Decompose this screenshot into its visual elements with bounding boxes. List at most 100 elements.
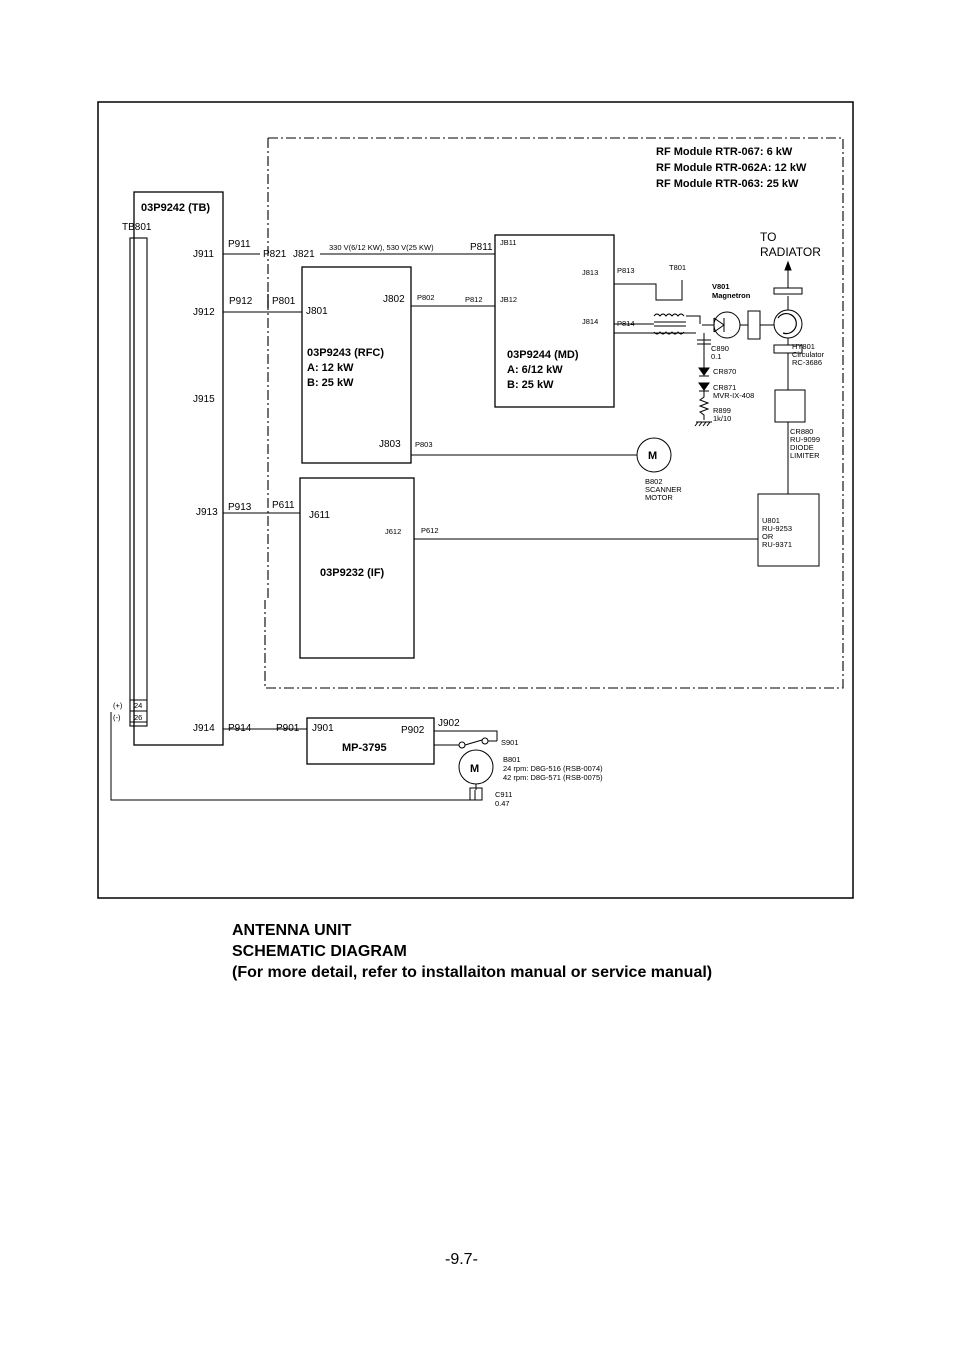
b801-label: B801 (503, 755, 521, 764)
pin-26-label: 26 (134, 713, 142, 722)
limiter-label: LIMITER (790, 451, 820, 460)
diode-label: DIODE (790, 443, 814, 452)
b802-label: B802 (645, 477, 663, 486)
j803-label: J803 (379, 439, 401, 450)
j902-label: J902 (438, 718, 460, 729)
j802-label: J802 (383, 294, 405, 305)
if-board: J611 J612 P612 03P9232 (IF) (299, 477, 439, 659)
j911-label: J911 (193, 249, 214, 260)
c911-value: 0.47 (495, 799, 510, 808)
p803-label: P803 (415, 440, 433, 449)
tb-board: 03P9242 (TB) TB801 J911 J912 J915 J913 J… (113, 191, 224, 746)
s901-label: S901 (501, 738, 519, 747)
cr871-part: MVR-IX-408 (713, 391, 754, 400)
c890-value: 0.1 (711, 352, 721, 361)
u801-part-2: RU-9371 (762, 540, 792, 549)
mp-3795-box: J901 P902 MP-3795 J902 (306, 717, 460, 765)
caption-line-1: ANTENNA UNIT (232, 922, 352, 939)
mp-title: MP-3795 (342, 742, 387, 754)
motor-label: MOTOR (645, 493, 673, 502)
rfc-title: 03P9243 (RFC) (307, 347, 384, 359)
t801-label: T801 (669, 263, 686, 272)
p821-label: P821 (263, 249, 287, 260)
outer-frame (97, 101, 854, 899)
j814-label: J814 (582, 317, 598, 326)
to-label: TO (760, 230, 776, 244)
p802-label: P802 (417, 293, 435, 302)
p812-label: P812 (465, 295, 483, 304)
j915-label: J915 (193, 394, 215, 405)
j813-label: J813 (582, 268, 598, 277)
diagram-caption: ANTENNA UNIT SCHEMATIC DIAGRAM (For more… (232, 920, 712, 983)
circulator-label: Circulator (792, 350, 825, 359)
rf-module-header: RF Module RTR-067: 6 kW RF Module RTR-06… (656, 146, 807, 190)
c911-label: C911 (495, 790, 512, 799)
p913-label: P913 (228, 502, 252, 513)
b801-24rpm: 24 rpm: D8G-516 (RSB-0074) (503, 764, 603, 773)
rf-module-line-3: RF Module RTR-063: 25 kW (656, 178, 799, 190)
jb12-label: JB12 (500, 295, 517, 304)
minus-label: (-) (113, 713, 121, 722)
j901-label: J901 (312, 723, 334, 734)
caption-line-3: (For more detail, refer to installaiton … (232, 964, 713, 981)
connector-labels: P911 P821 J821 330 V(6/12 KW), 530 V(25 … (228, 239, 493, 734)
cr871-label: CR871 (713, 383, 736, 392)
scanner-motor-symbol: M (648, 450, 657, 462)
r899-label: R899 (713, 406, 731, 415)
p912-label: P912 (229, 296, 253, 307)
j611-label: J611 (309, 510, 330, 521)
tb801-terminal-strip (129, 237, 148, 727)
j612-label: J612 (385, 527, 401, 536)
caption-line-2: SCHEMATIC DIAGRAM (232, 943, 407, 960)
if-title: 03P9232 (IF) (320, 567, 385, 579)
u801-or: OR (762, 532, 774, 541)
hy801-part: RC-3686 (792, 358, 822, 367)
rf-module-boundary (264, 137, 844, 689)
p611-label: P611 (272, 500, 295, 511)
hy801-label: HY801 (792, 342, 815, 351)
j914-label: J914 (193, 723, 215, 734)
p813-label: P813 (617, 266, 635, 275)
plus-label: (+) (113, 701, 123, 710)
md-line-2: A: 6/12 kW (507, 364, 563, 376)
rfc-board: J801 J802 03P9243 (RFC) A: 12 kW B: 25 k… (301, 266, 435, 464)
p901-label: P901 (276, 723, 300, 734)
c890-label: C890 (711, 344, 729, 353)
radiator-label: RADIATOR (760, 245, 821, 259)
b801-motor-symbol: M (470, 763, 479, 775)
cr880-label: CR880 (790, 427, 813, 436)
rfc-line-3: B: 25 kW (307, 377, 354, 389)
j801-label: J801 (306, 306, 328, 317)
p612-label: P612 (421, 526, 439, 535)
u801-part-1: RU-9253 (762, 524, 792, 533)
j912-label: J912 (193, 307, 215, 318)
md-board: JB11 JB12 P812 J813 J814 P813 P814 03P92… (465, 234, 635, 408)
page-number: -9.7- (445, 1251, 478, 1268)
u801-label: U801 (762, 516, 780, 525)
pin-24-label: 24 (134, 701, 142, 710)
magnetron-section (458, 260, 820, 801)
b801-42rpm: 42 rpm: D8G-571 (RSB-0075) (503, 773, 603, 782)
cr880-part: RU-9099 (790, 435, 820, 444)
p914-label: P914 (228, 723, 252, 734)
tb801-label: TB801 (122, 222, 152, 233)
j913-label: J913 (196, 507, 218, 518)
wires (110, 253, 758, 801)
cr870-label: CR870 (713, 367, 736, 376)
hv-label: 330 V(6/12 KW), 530 V(25 KW) (329, 243, 434, 252)
rf-module-line-2: RF Module RTR-062A: 12 kW (656, 162, 807, 174)
j821-label: J821 (293, 249, 315, 260)
md-line-3: B: 25 kW (507, 379, 554, 391)
p911-label: P911 (228, 239, 251, 250)
rfc-line-2: A: 12 kW (307, 362, 354, 374)
md-title: 03P9244 (MD) (507, 349, 579, 361)
magnetron-label: Magnetron (712, 291, 751, 300)
scanner-label: SCANNER (645, 485, 682, 494)
p801-label: P801 (272, 296, 296, 307)
r899-value: 1k/10 (713, 414, 731, 423)
p811-label: P811 (470, 242, 493, 253)
tb-board-title: 03P9242 (TB) (141, 202, 210, 214)
p902-label: P902 (401, 725, 425, 736)
component-labels: T801 V801 Magnetron TO RADIATOR C890 0.1… (495, 230, 825, 808)
